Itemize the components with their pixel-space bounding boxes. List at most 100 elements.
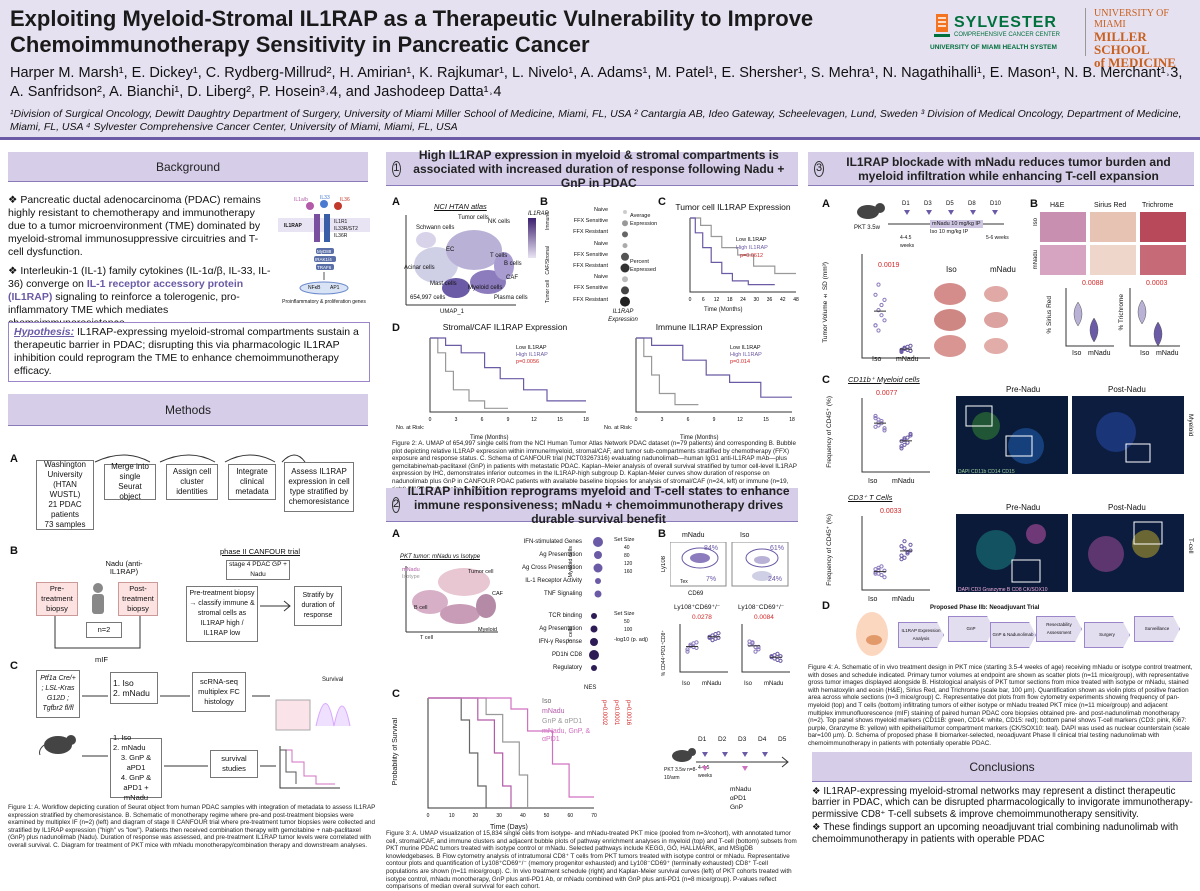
background-text: ❖ Pancreatic ductal adenocarcinoma (PDAC… xyxy=(8,194,273,336)
data-dot xyxy=(882,318,887,323)
sylvester-sub2: UNIVERSITY OF MIAMI HEALTH SYSTEM xyxy=(930,44,1057,51)
km-tick: 42 xyxy=(780,297,786,303)
fibrosis-violin-plots xyxy=(1065,288,1180,347)
mouse-genotype-box: Ptf1a Cre/+ ; LSL-Kras G12D ; Tgfbr2 fl/… xyxy=(36,670,80,718)
pkt-umap xyxy=(405,566,498,633)
schedule-day: D5 xyxy=(778,736,787,743)
data-dot xyxy=(899,349,904,355)
km-axes xyxy=(635,338,792,413)
bubble-row-label: FFX Resistant xyxy=(573,296,608,303)
tumor-volume-ylabel: Tumor Volume ± SD (mm³) xyxy=(822,262,829,343)
bubble-dot xyxy=(622,231,628,238)
km-tick: 40 xyxy=(520,813,526,819)
hypothesis-box: Hypothesis: IL1RAP-expressing myeloid-st… xyxy=(8,322,370,382)
violin xyxy=(1137,299,1147,325)
umap-label-b: B cells xyxy=(504,261,522,267)
mye-x-mnadu: mNadu xyxy=(892,478,915,485)
km-tick: 48 xyxy=(793,297,799,303)
km-tick: 70 xyxy=(591,813,597,819)
stromal-km-title: Stromal/CAF IL1RAP Expression xyxy=(442,322,568,332)
ligand-1: IL1a/b xyxy=(294,197,308,203)
data-dot xyxy=(873,413,878,419)
stratify-box: Stratify by duration of response xyxy=(294,586,342,626)
il1rap-legend-title: IL1RAP xyxy=(528,211,549,217)
pathway-label-myeloid: TNF Signaling xyxy=(543,591,582,597)
km-c-legend-high: High IL1RAP xyxy=(736,245,768,251)
km-tick: 0 xyxy=(689,297,692,303)
data-dot xyxy=(908,348,913,354)
bubble-row-label: FFX Sensitive xyxy=(573,285,608,292)
data-dot xyxy=(685,647,690,652)
pkt-label-bcell: B cell xyxy=(414,605,428,611)
mouse-km-ylabel: Probability of Survival xyxy=(392,718,399,786)
dp1-x-iso: Iso xyxy=(682,681,691,687)
bullet2-a: ❖ Interleukin-1 (IL-1) family cytokines … xyxy=(8,265,271,290)
tumor-km-title: Tumor cell IL1RAP Expression xyxy=(675,202,791,212)
mouse-km-p2: p<0.0001 xyxy=(613,700,619,726)
s3-panel-a-label: A xyxy=(822,198,830,210)
dp1-x-mnadu: mNadu xyxy=(702,681,722,687)
km-tick: 15 xyxy=(557,417,563,423)
data-dot xyxy=(876,308,881,313)
dot-plot-2-title: Ly108⁻CD69⁺/⁻ xyxy=(738,604,785,611)
il1rap-link-text: IL-1 receptor accessory protein (IL1RAP) xyxy=(8,278,244,303)
flow-pct-2: 61% xyxy=(770,545,785,552)
n-count-box: n=2 xyxy=(86,622,122,638)
data-dot xyxy=(691,641,696,646)
umap-label-caf: CAF xyxy=(506,275,518,281)
data-dot xyxy=(772,653,777,658)
receptor-label: IL1RAP xyxy=(284,223,302,229)
section2-heading-text: IL1RAP inhibition reprograms myeloid and… xyxy=(407,483,790,526)
schedule-day: D3 xyxy=(738,736,747,743)
survival-studies-box: survival studies xyxy=(210,750,258,778)
pathway-dot xyxy=(590,638,598,646)
background-heading: Background xyxy=(8,152,368,182)
sylvester-logo: SYLVESTER COMPREHENSIVE CANCER CENTER UN… xyxy=(930,8,1080,56)
data-dot xyxy=(902,539,907,544)
data-dot xyxy=(876,420,881,425)
myd88: MyD88 xyxy=(317,249,332,254)
tumor-volume-pvalue: 0.0019 xyxy=(878,262,900,269)
pathway-label-tcell: Ag Presentation xyxy=(539,626,582,632)
schedule-legend-mnadu: mNadu xyxy=(730,786,751,793)
tcell-ylabel: Frequency of CD45⁺ (%) xyxy=(826,514,833,586)
tcell-dot-plot xyxy=(861,516,930,591)
km-c-pvalue: p=0.0612 xyxy=(740,253,764,259)
setsize-value: 80 xyxy=(624,553,630,559)
sylvester-sub: COMPREHENSIVE CANCER CENTER xyxy=(954,32,1061,38)
pathway-dot xyxy=(590,625,598,633)
km-axes xyxy=(429,338,586,413)
section3-number: 3 xyxy=(814,160,824,177)
dot-plot-1-pvalue: 0.0278 xyxy=(692,614,712,621)
s1-panel-c-label: C xyxy=(658,196,666,208)
bubble-group-label: Tumor cell xyxy=(545,280,551,304)
data-dot xyxy=(882,568,887,573)
schedule-mouse-label: PKT 3.5w n=8-10/arm xyxy=(664,767,698,781)
data-dot xyxy=(756,647,761,652)
mouse-km-legend-4: mNadu, GnP, & αPD1 xyxy=(542,728,591,743)
umap-label-tumor: Tumor cells xyxy=(458,215,489,221)
background-bullet-1: ❖ Pancreatic ductal adenocarcinoma (PDAC… xyxy=(8,194,261,258)
mif-row-tcell: T-cell xyxy=(1187,538,1194,554)
data-dot xyxy=(747,639,752,644)
arm2-iso: 1. Iso xyxy=(113,733,132,742)
poster-header: Exploiting Myeloid-Stromal IL1RAP as a T… xyxy=(0,0,1200,140)
flow-contour-plots xyxy=(670,542,789,587)
conclusions-text: ❖ IL1RAP-expressing myeloid-stromal netw… xyxy=(812,786,1196,845)
km-curve xyxy=(428,697,512,808)
km-tick: 20 xyxy=(473,813,479,819)
km-tick: 6 xyxy=(702,297,705,303)
s3-day: D8 xyxy=(968,201,976,207)
km-tick: 18 xyxy=(789,417,795,423)
vol-x-mnadu: mNadu xyxy=(896,356,919,363)
s3-mouse-label: PKT 3.5w xyxy=(854,225,880,231)
methods-a-box-2: Merge into single Seurat object xyxy=(104,462,156,501)
myeloid-pvalue: 0.0077 xyxy=(876,390,898,397)
km-tick: 10 xyxy=(449,813,455,819)
il1rap-signaling-diagram: IL1a/b IL33 IL36 IL1RAP IL1R1 IL33R/ST2 … xyxy=(278,195,370,316)
km-tick: 0 xyxy=(427,813,430,819)
km-curve xyxy=(428,697,529,808)
pathway-dot xyxy=(595,578,601,584)
myeloid-dot-plot xyxy=(861,398,930,473)
